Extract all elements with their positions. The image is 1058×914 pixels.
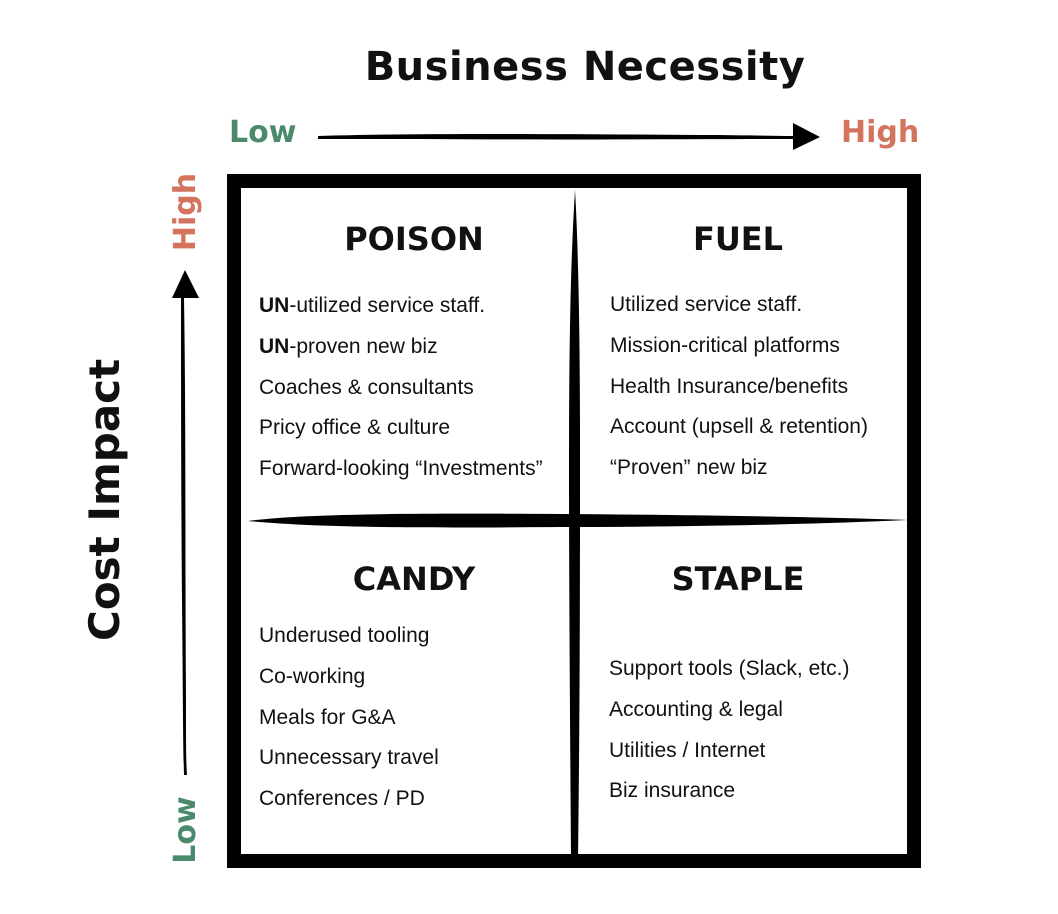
list-item: Co-working xyxy=(259,657,439,698)
list-item-text: Co-working xyxy=(259,664,366,688)
list-item-text: Coaches & consultants xyxy=(259,375,474,399)
list-item-emphasis: UN xyxy=(259,334,290,358)
quadrant-list-candy: Underused tooling Co-working Meals for G… xyxy=(259,616,439,820)
list-item: Accounting & legal xyxy=(609,690,849,731)
list-item: Utilized service staff. xyxy=(610,285,868,326)
y-axis-arrowhead xyxy=(172,270,199,298)
list-item-text: “Proven” new biz xyxy=(610,456,768,480)
quadrant-list-fuel: Utilized service staff. Mission-critical… xyxy=(610,285,868,489)
quadrant-title-poison: POISON xyxy=(344,220,484,258)
list-item: Mission-critical platforms xyxy=(610,326,868,367)
quadrant-title-fuel: FUEL xyxy=(692,220,784,258)
x-axis-high-label: High xyxy=(841,115,920,150)
quadrant-title-staple: STAPLE xyxy=(671,560,805,598)
list-item: Account (upsell & retention) xyxy=(610,407,868,448)
list-item-text: Account (upsell & retention) xyxy=(610,415,868,439)
diagram-title: Business Necessity xyxy=(364,44,806,90)
list-item-text: Biz insurance xyxy=(609,779,736,803)
list-item-text: Meals for G&A xyxy=(259,705,396,729)
list-item: UN-proven new biz xyxy=(259,327,543,368)
list-item: UN-utilized service staff. xyxy=(259,286,543,327)
list-item-text: Forward-looking “Investments” xyxy=(259,457,543,481)
list-item-text: Mission-critical platforms xyxy=(610,333,840,357)
list-item: Pricy office & culture xyxy=(259,408,543,449)
x-axis-arrowhead xyxy=(793,123,820,150)
list-item: Forward-looking “Investments” xyxy=(259,449,543,490)
list-item: Biz insurance xyxy=(609,771,849,812)
list-item-emphasis: UN xyxy=(259,294,290,317)
y-axis-arrow-line xyxy=(181,298,187,775)
list-item: “Proven” new biz xyxy=(610,448,868,489)
list-item: Support tools (Slack, etc.) xyxy=(609,649,849,690)
list-item-text: Underused tooling xyxy=(259,624,430,647)
list-item: Coaches & consultants xyxy=(259,368,543,409)
list-item-text: Health Insurance/benefits xyxy=(610,374,849,398)
list-item-text: Utilities / Internet xyxy=(609,738,766,762)
x-axis-arrow-line xyxy=(318,134,795,140)
list-item: Utilities / Internet xyxy=(609,731,849,772)
list-item: Health Insurance/benefits xyxy=(610,367,868,408)
list-item-text: -proven new biz xyxy=(289,334,438,358)
list-item-text: Pricy office & culture xyxy=(259,416,451,440)
list-item-text: Utilized service staff. xyxy=(610,293,803,316)
list-item: Conferences / PD xyxy=(259,779,439,820)
list-item-text: Accounting & legal xyxy=(609,697,783,721)
list-item: Underused tooling xyxy=(259,616,439,657)
list-item-text: Conferences / PD xyxy=(259,787,425,811)
quadrant-list-staple: Support tools (Slack, etc.) Accounting &… xyxy=(609,649,849,812)
quadrant-title-candy: CANDY xyxy=(352,560,476,598)
list-item-text: Support tools (Slack, etc.) xyxy=(609,657,850,680)
x-axis-low-label: Low xyxy=(229,115,297,150)
quadrant-list-poison: UN-utilized service staff. UN-proven new… xyxy=(259,286,543,490)
horizontal-divider xyxy=(248,513,908,528)
list-item-text: -utilized service staff. xyxy=(289,294,486,317)
list-item-text: Unnecessary travel xyxy=(259,746,439,770)
list-item: Unnecessary travel xyxy=(259,738,439,779)
list-item: Meals for G&A xyxy=(259,698,439,739)
